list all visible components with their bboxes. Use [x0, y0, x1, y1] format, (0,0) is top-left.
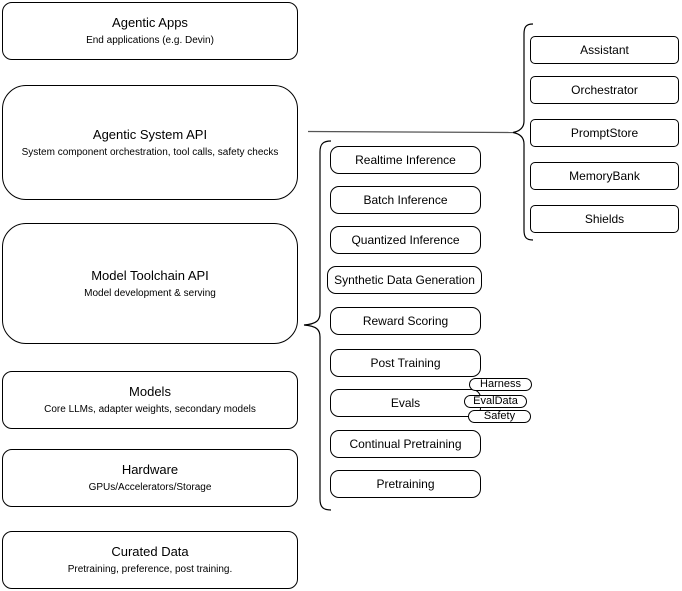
node-model-toolchain-api: Model Toolchain API Model development & … — [2, 223, 298, 344]
node-label: Reward Scoring — [362, 314, 449, 328]
toolchain-bracket — [303, 140, 332, 511]
node-promptstore: PromptStore — [530, 119, 679, 147]
node-label: Realtime Inference — [355, 153, 456, 167]
node-label: Quantized Inference — [351, 233, 460, 247]
node-label: Shields — [584, 212, 625, 226]
node-label: Continual Pretraining — [349, 437, 462, 451]
node-title: Curated Data — [111, 544, 189, 559]
node-subtitle: System component orchestration, tool cal… — [21, 146, 279, 158]
node-label: Evals — [390, 396, 421, 410]
node-pretraining: Pretraining — [330, 470, 481, 498]
node-label: Batch Inference — [363, 193, 448, 207]
node-label: Post Training — [370, 356, 441, 370]
pill-safety: Safety — [468, 410, 531, 423]
node-title: Agentic System API — [92, 126, 208, 142]
node-title: Models — [129, 384, 171, 399]
node-post-training: Post Training — [330, 349, 481, 377]
node-orchestrator: Orchestrator — [530, 76, 679, 104]
node-curated-data: Curated Data Pretraining, preference, po… — [2, 531, 298, 589]
node-hardware: Hardware GPUs/Accelerators/Storage — [2, 449, 298, 507]
node-title: Agentic Apps — [112, 15, 188, 30]
node-label: Orchestrator — [571, 83, 638, 97]
node-agentic-apps: Agentic Apps End applications (e.g. Devi… — [2, 2, 298, 60]
node-title: Hardware — [121, 462, 179, 477]
node-label: Pretraining — [376, 477, 435, 491]
pill-label: EvalData — [473, 395, 518, 407]
api-components-connector — [307, 130, 514, 134]
node-assistant: Assistant — [530, 36, 679, 64]
node-agentic-system-api: Agentic System API System component orch… — [2, 85, 298, 200]
node-label: Assistant — [580, 43, 629, 57]
node-continual-pretraining: Continual Pretraining — [330, 430, 481, 458]
node-batch-inference: Batch Inference — [330, 186, 481, 214]
pill-harness: Harness — [469, 378, 532, 391]
node-subtitle: GPUs/Accelerators/Storage — [88, 482, 212, 493]
node-label: Synthetic Data Generation — [334, 273, 475, 287]
pill-label: Safety — [483, 410, 516, 422]
node-reward-scoring: Reward Scoring — [330, 307, 481, 335]
node-quantized-inference: Quantized Inference — [330, 226, 481, 254]
node-realtime-inference: Realtime Inference — [330, 146, 481, 174]
node-subtitle: Model development & serving — [84, 287, 216, 299]
node-models: Models Core LLMs, adapter weights, secon… — [2, 371, 298, 429]
node-label: MemoryBank — [569, 169, 640, 183]
node-shields: Shields — [530, 205, 679, 233]
pill-label: Harness — [480, 378, 521, 390]
node-label: PromptStore — [570, 126, 639, 140]
node-title: Model Toolchain API — [91, 267, 209, 283]
node-subtitle: Core LLMs, adapter weights, secondary mo… — [44, 404, 256, 415]
pill-evaldata: EvalData — [464, 395, 527, 408]
node-evals: Evals — [330, 389, 481, 417]
node-subtitle: End applications (e.g. Devin) — [86, 35, 214, 46]
node-memorybank: MemoryBank — [530, 162, 679, 190]
node-synthetic-data-generation: Synthetic Data Generation — [327, 266, 482, 294]
node-subtitle: Pretraining, preference, post training. — [67, 564, 233, 575]
